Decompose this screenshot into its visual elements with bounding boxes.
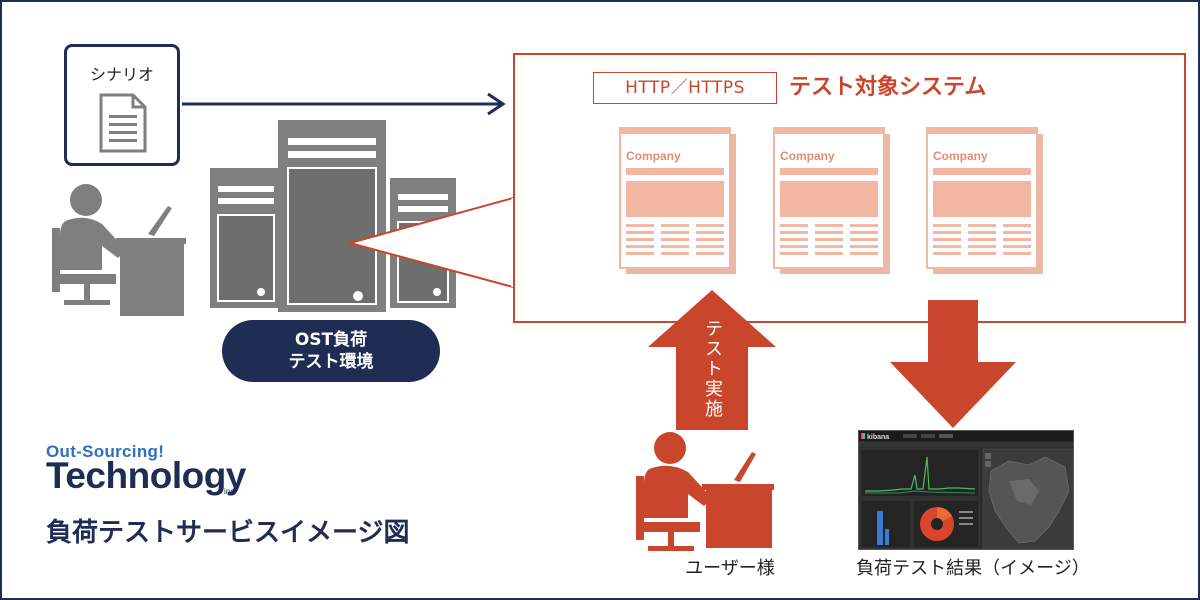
ost-badge-line1: OST負荷 [294,330,368,350]
protocol-badge: HTTP／HTTPS [593,72,777,104]
scenario-label: シナリオ [89,65,154,84]
logo-suffix: inc. [224,487,237,496]
svg-text:Company: Company [780,149,835,163]
operator-icon [52,184,186,316]
logo-tagline: Out-Sourcing! [46,442,165,461]
svg-text:Company: Company [626,149,681,163]
test-execution-label: テスト実施 [702,319,723,419]
target-system-box [513,53,1186,323]
dashboard-thumbnail: kibana [859,431,1073,549]
web-page-icons: Company Company [619,127,1043,274]
user-icon [636,432,774,551]
ost-environment-badge: OST負荷 テスト環境 [222,320,440,382]
down-arrow-icon [890,300,1016,428]
kibana-logo-text: kibana [867,434,889,441]
logo-name: Technology [46,455,246,496]
svg-text:Company: Company [933,149,988,163]
up-arrow-icon [648,290,776,430]
user-label: ユーザー様 [685,558,775,579]
result-label: 負荷テスト結果（イメージ） [856,558,1090,579]
diagram-title: 負荷テストサービスイメージ図 [46,518,410,548]
ost-badge-line2: テスト環境 [288,352,374,372]
document-icon [99,93,147,153]
scenario-box: シナリオ [64,44,180,166]
kibana-dashboard-image: kibana [858,430,1074,550]
target-system-title: テスト対象システム [789,75,987,100]
server-icon [210,120,456,312]
